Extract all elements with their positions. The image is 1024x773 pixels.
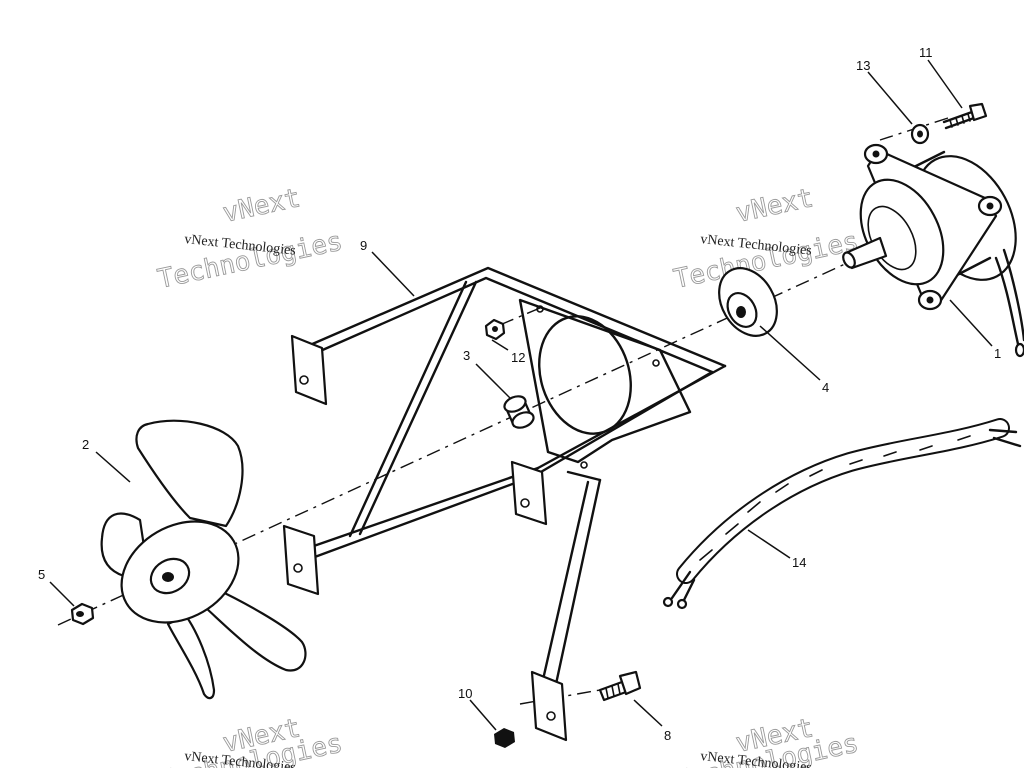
watermark-bottom-left: vNext Technologies vNext Technologies (155, 713, 346, 773)
hex-nut-10 (494, 728, 515, 748)
callout-11: 11 (919, 45, 933, 60)
fan-nut (70, 602, 95, 626)
hex-nut-12 (484, 318, 506, 341)
svg-text:vNext: vNext (220, 183, 303, 229)
watermark-top-right: vNext Technologies vNext Technologies (671, 183, 862, 296)
bolt-8 (598, 670, 642, 702)
callout-9: 9 (360, 238, 367, 253)
callout-3: 3 (463, 348, 470, 363)
callout-5: 5 (38, 567, 45, 582)
callout-10: 10 (458, 686, 472, 701)
watermark-top-left: vNext Technologies vNext Technologies (155, 183, 346, 296)
washer-13 (910, 123, 930, 145)
callout-4: 4 (822, 380, 829, 395)
leader-lines (49, 59, 993, 731)
callout-1: 1 (994, 346, 1001, 361)
svg-text:vNext: vNext (733, 183, 816, 229)
callout-8: 8 (664, 728, 671, 743)
fan-bracket (282, 266, 727, 742)
callout-13: 13 (856, 58, 870, 73)
callout-labels: 9 2 3 12 5 4 1 13 11 14 8 10 (38, 45, 1001, 743)
callout-2: 2 (82, 437, 89, 452)
screw-11 (942, 102, 988, 130)
callout-14: 14 (792, 555, 806, 570)
fan-motor (842, 143, 1024, 358)
grommet (718, 267, 778, 337)
spacer-sleeve (503, 395, 535, 429)
wiring-harness (662, 418, 1022, 610)
fan-blade (100, 419, 307, 700)
watermark-bottom-right: vNext Technologies vNext Technologies (671, 713, 862, 773)
callout-12: 12 (511, 350, 525, 365)
